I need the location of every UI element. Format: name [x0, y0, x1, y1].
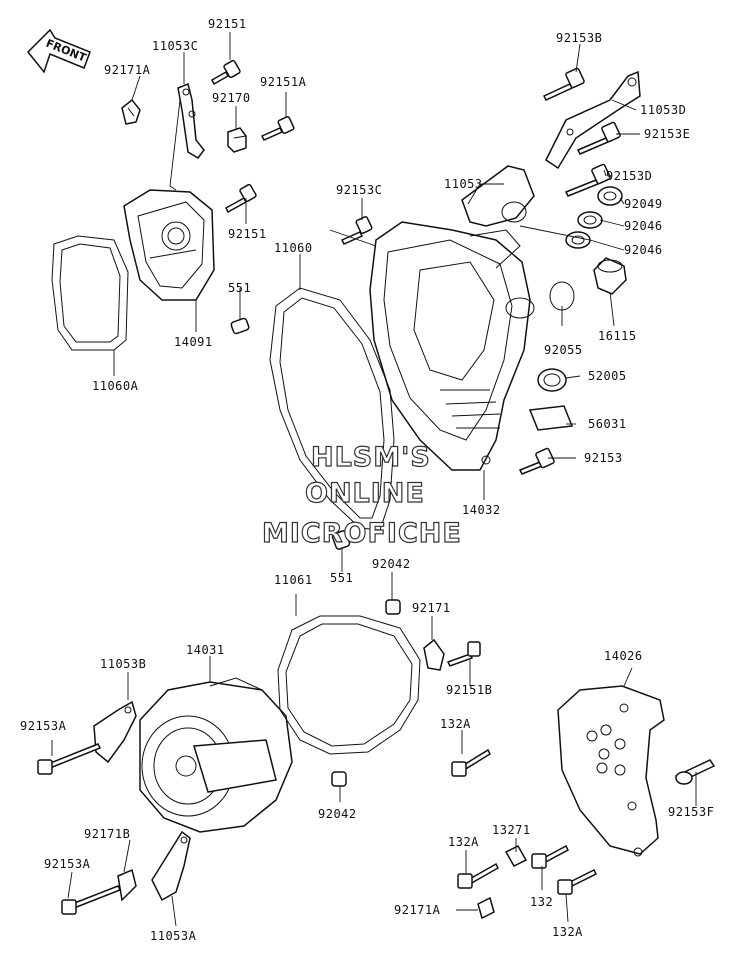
label-92042-top[interactable]: 92042	[372, 557, 411, 571]
part-551-dowel-bot[interactable]	[331, 530, 351, 550]
part-labels: 92151 11053C 92171A 92170 92151A 92153B …	[20, 17, 714, 943]
label-92171A-top[interactable]: 92171A	[104, 63, 151, 77]
part-11053A-bracket[interactable]	[151, 830, 191, 902]
part-92046-bearing-a[interactable]	[577, 211, 603, 229]
part-92153A-bolt-top[interactable]	[37, 743, 102, 775]
label-92153C[interactable]: 92153C	[336, 183, 382, 197]
part-13271-plate[interactable]	[504, 845, 528, 867]
part-92151-bolt-top[interactable]	[211, 59, 241, 86]
label-92153A-top[interactable]: 92153A	[20, 719, 67, 733]
label-14031[interactable]: 14031	[186, 643, 225, 657]
part-11053B-bracket[interactable]	[93, 700, 137, 764]
part-92171B-clip[interactable]	[117, 868, 137, 902]
label-92171A-bot[interactable]: 92171A	[394, 903, 441, 917]
part-92049-seal[interactable]	[597, 186, 623, 206]
label-92042-bot[interactable]: 92042	[318, 807, 357, 821]
label-92151A[interactable]: 92151A	[260, 75, 307, 89]
label-92055[interactable]: 92055	[544, 343, 583, 357]
part-92153-bolt[interactable]	[518, 447, 555, 475]
label-11053B[interactable]: 11053B	[100, 657, 146, 671]
part-132A-bolt-mid[interactable]	[457, 862, 499, 889]
label-551-top[interactable]: 551	[228, 281, 251, 295]
part-92042-dowel-bot[interactable]	[331, 771, 347, 787]
leader-lines	[51, 32, 697, 927]
front-arrow-icon: FRONT	[26, 28, 91, 74]
part-92170-damper[interactable]	[227, 127, 247, 153]
label-92046-a[interactable]: 92046	[624, 219, 663, 233]
label-14026[interactable]: 14026	[604, 649, 643, 663]
label-92151B[interactable]: 92151B	[446, 683, 492, 697]
part-14091-cover[interactable]	[123, 189, 215, 301]
label-92171[interactable]: 92171	[412, 601, 451, 615]
label-11053[interactable]: 11053	[444, 177, 483, 191]
label-11053D[interactable]: 11053D	[640, 103, 686, 117]
label-92171B[interactable]: 92171B	[84, 827, 130, 841]
part-14026-guard[interactable]	[557, 685, 665, 857]
part-11060-gasket[interactable]	[269, 287, 395, 531]
label-14091[interactable]: 14091	[174, 335, 213, 349]
label-92151-mid[interactable]: 92151	[228, 227, 267, 241]
watermark-line3: MICROFICHE	[262, 518, 462, 549]
part-92171A-clip-bot[interactable]	[477, 896, 495, 920]
label-92153E[interactable]: 92153E	[644, 127, 690, 141]
part-132A-bolt-bot[interactable]	[557, 868, 598, 895]
label-92049[interactable]: 92049	[624, 197, 663, 211]
part-11061-gasket[interactable]	[277, 615, 421, 755]
part-92055-oring[interactable]	[549, 281, 575, 311]
part-92046-bearing-b[interactable]	[565, 231, 591, 249]
label-52005[interactable]: 52005	[588, 369, 627, 383]
label-132A-bot[interactable]: 132A	[552, 925, 583, 939]
part-92153D-bolt[interactable]	[564, 163, 611, 197]
part-132A-bolt-top[interactable]	[451, 748, 491, 777]
label-14032[interactable]: 14032	[462, 503, 501, 517]
label-92153D[interactable]: 92153D	[606, 169, 652, 183]
part-551-dowel-top[interactable]	[230, 317, 250, 335]
part-11053-housing[interactable]	[461, 165, 535, 227]
label-56031[interactable]: 56031	[588, 417, 627, 431]
part-14032-clutch-cover[interactable]	[369, 221, 535, 471]
part-92042-dowel-top[interactable]	[385, 599, 401, 615]
part-92153E-bolt[interactable]	[576, 121, 621, 155]
part-11060A-gasket[interactable]	[51, 235, 129, 351]
part-92171A-clip[interactable]	[121, 98, 141, 125]
part-11053D-bracket[interactable]	[545, 70, 641, 170]
part-92151A-bolt[interactable]	[260, 116, 295, 141]
part-132-bolt[interactable]	[531, 844, 569, 869]
watermark: HLSM'S ONLINE MICROFICHE	[261, 441, 462, 549]
part-92171-clip[interactable]	[423, 638, 445, 671]
label-92046-b[interactable]: 92046	[624, 243, 663, 257]
label-11053C[interactable]: 11053C	[152, 39, 198, 53]
part-92151-bolt-mid[interactable]	[225, 183, 257, 214]
part-16115-cap[interactable]	[593, 257, 627, 295]
part-14031-generator-cover[interactable]	[139, 677, 293, 833]
label-92151-top[interactable]: 92151	[208, 17, 247, 31]
label-11061[interactable]: 11061	[274, 573, 313, 587]
part-52005-plug[interactable]	[537, 368, 567, 392]
watermark-line1: HLSM'S	[311, 442, 431, 473]
label-132[interactable]: 132	[530, 895, 553, 909]
label-92170[interactable]: 92170	[212, 91, 251, 105]
label-132A-mid[interactable]: 132A	[448, 835, 479, 849]
part-92153B-bolt[interactable]	[542, 67, 585, 101]
label-11060A[interactable]: 11060A	[92, 379, 139, 393]
label-92153[interactable]: 92153	[584, 451, 623, 465]
label-92153F[interactable]: 92153F	[668, 805, 714, 819]
label-92153B[interactable]: 92153B	[556, 31, 602, 45]
part-92153A-bolt-bot[interactable]	[61, 885, 122, 915]
watermark-line2: ONLINE	[305, 478, 425, 509]
label-132A-top[interactable]: 132A	[440, 717, 471, 731]
label-13271[interactable]: 13271	[492, 823, 531, 837]
part-56031-label[interactable]	[528, 405, 574, 431]
label-16115[interactable]: 16115	[598, 329, 637, 343]
part-92151B-bolt[interactable]	[446, 641, 481, 667]
label-551-bot[interactable]: 551	[330, 571, 353, 585]
part-11053C-bracket[interactable]	[177, 82, 205, 159]
part-92153F-spacer[interactable]	[674, 759, 716, 785]
label-92153A-bot[interactable]: 92153A	[44, 857, 91, 871]
label-11060[interactable]: 11060	[274, 241, 313, 255]
label-11053A[interactable]: 11053A	[150, 929, 197, 943]
